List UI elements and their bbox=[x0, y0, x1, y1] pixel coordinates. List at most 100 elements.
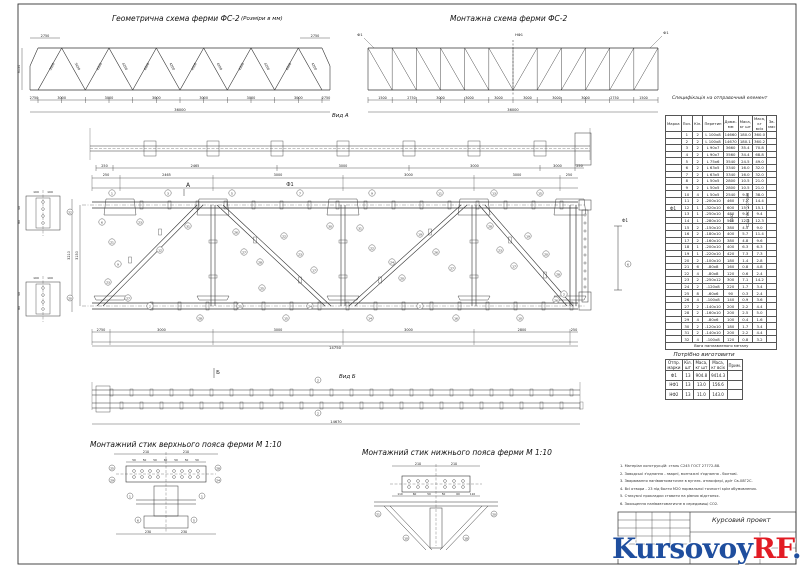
main-gusset-plate bbox=[457, 295, 491, 301]
view-b-spacer bbox=[129, 388, 134, 397]
spec-cell: -100x8 bbox=[702, 295, 724, 304]
main-position-number: 27 bbox=[450, 266, 454, 270]
upper-joint-marker-number: 24 bbox=[216, 478, 220, 482]
spec-cell: 4 bbox=[692, 295, 704, 304]
main-position-marker bbox=[124, 294, 132, 302]
view-b-spacer bbox=[369, 388, 374, 397]
main-top-dim: 3000 bbox=[274, 173, 283, 177]
geometry-member-length: 4200 bbox=[96, 62, 103, 71]
need-table-title: Потрібно виготовити bbox=[673, 351, 735, 358]
mounting-panel-dim: 2750 bbox=[610, 96, 618, 100]
spec-header-cell: Кіл. bbox=[692, 115, 704, 132]
main-position-number: 20 bbox=[544, 252, 548, 256]
spec-cell: 3560 bbox=[722, 150, 739, 159]
detail-angle bbox=[35, 197, 51, 229]
main-position-number: 26 bbox=[234, 230, 238, 234]
view-b-position-marker bbox=[314, 376, 322, 384]
spec-cell: -80x6 bbox=[702, 315, 724, 324]
geometry-diagonal bbox=[61, 47, 86, 91]
main-position-marker bbox=[356, 224, 364, 232]
view-b-spacer bbox=[549, 388, 554, 397]
spec-summary: Вага наплавленого металу bbox=[664, 342, 778, 350]
spec-cell: 7 bbox=[680, 170, 694, 179]
brand-domain: .ru bbox=[792, 532, 800, 565]
spec-cell: 2 bbox=[692, 322, 704, 330]
main-diagonal-spacer bbox=[253, 236, 257, 244]
bolt-hole bbox=[583, 277, 587, 281]
spec-cell: 420 bbox=[722, 249, 739, 258]
need-cell bbox=[726, 389, 744, 400]
spec-cell: 12.3 bbox=[751, 216, 768, 225]
main-position-number: 5 bbox=[231, 191, 233, 195]
spec-cell: 2 bbox=[692, 309, 704, 317]
end-section-web bbox=[581, 209, 589, 303]
need-header-cell: Кіл. шт bbox=[681, 359, 695, 371]
need-cell: 13 bbox=[681, 370, 695, 381]
note-line: 3. Зварювання напівавтоматичне в вуглек.… bbox=[620, 479, 753, 483]
upper-joint-bolt bbox=[132, 469, 136, 473]
brand-logo: KursovoyRF.ru bbox=[612, 532, 800, 565]
geometry-diagonal bbox=[156, 47, 181, 91]
view-b-spacer bbox=[439, 401, 444, 410]
spec-cell: L 50x5 bbox=[702, 177, 724, 185]
spec-cell: 360.0 bbox=[751, 131, 768, 139]
spec-cell: 24 bbox=[680, 282, 694, 291]
main-position-marker bbox=[282, 314, 290, 322]
spec-cell: 49.0 bbox=[751, 157, 768, 165]
spec-cell: 3.6 bbox=[751, 295, 768, 304]
need-header-cell: Маса, кг шт bbox=[693, 359, 710, 371]
lower-joint-dim-label: 50 bbox=[427, 492, 431, 496]
lower-joint-dim-label: 210 bbox=[415, 462, 421, 466]
spec-cell: -250x12 bbox=[702, 276, 724, 284]
geometry-member-length: 4200 bbox=[216, 62, 223, 71]
spec-cell: 2540 bbox=[722, 190, 739, 198]
detail-dim: 100 bbox=[33, 190, 39, 194]
spec-cell: 120 bbox=[722, 269, 739, 278]
main-overall-dim: 14750 bbox=[329, 345, 342, 350]
main-position-marker bbox=[98, 218, 106, 226]
main-position-number: 16 bbox=[454, 316, 458, 320]
spec-cell: -160x10 bbox=[702, 236, 724, 245]
spec-cell: 28 bbox=[680, 309, 694, 317]
spec-cell: 4.8 bbox=[737, 236, 753, 245]
main-position-number: 7 bbox=[299, 191, 301, 195]
spec-cell: 10.5 bbox=[737, 177, 753, 185]
mounting-diagonal bbox=[367, 47, 393, 91]
main-position-number: 22 bbox=[282, 234, 286, 238]
geometry-top-dim: 2750 bbox=[311, 34, 320, 38]
spec-cell: 480 bbox=[722, 210, 739, 218]
main-gusset-plate bbox=[196, 198, 230, 216]
main-top-dim: 2465 bbox=[162, 173, 171, 177]
main-diagonal bbox=[354, 204, 468, 307]
view-b-title: Вид Б bbox=[339, 374, 356, 380]
view-b-spacer bbox=[259, 401, 264, 410]
spec-cell: 11 bbox=[680, 196, 694, 205]
need-header-cell: Маса, кг всіх bbox=[708, 359, 728, 371]
spec-cell: 0.9 bbox=[737, 295, 753, 304]
spec-cell: 4 bbox=[692, 190, 704, 198]
geometry-member-length: 4200 bbox=[285, 62, 292, 71]
view-b-spacer bbox=[409, 388, 414, 397]
spec-cell: 4.8 bbox=[751, 262, 768, 271]
need-cell: Ф1 bbox=[665, 370, 683, 381]
brand-suffix: RF bbox=[752, 532, 792, 565]
spec-cell: -180x10 bbox=[702, 229, 724, 238]
main-bottom-dim: 3000 bbox=[157, 328, 166, 332]
detail-position-marker bbox=[66, 294, 74, 302]
geometry-panel-dim: 3000 bbox=[105, 96, 114, 100]
detail-bolt bbox=[41, 286, 45, 290]
spec-cell: 2.5 bbox=[737, 309, 753, 317]
spec-cell: 1 bbox=[692, 249, 704, 258]
view-b-spacer bbox=[199, 401, 204, 410]
title-block-project: Курсовий проект bbox=[712, 516, 771, 524]
mounting-panel-dim: 3000 bbox=[465, 96, 473, 100]
spec-cell: 13 bbox=[680, 210, 694, 218]
need-header-cell: Отпр. марки bbox=[665, 359, 683, 371]
main-position-number: 6 bbox=[101, 220, 103, 224]
geometry-member-length: 4200 bbox=[143, 62, 150, 71]
spec-cell: 6 bbox=[692, 262, 704, 271]
